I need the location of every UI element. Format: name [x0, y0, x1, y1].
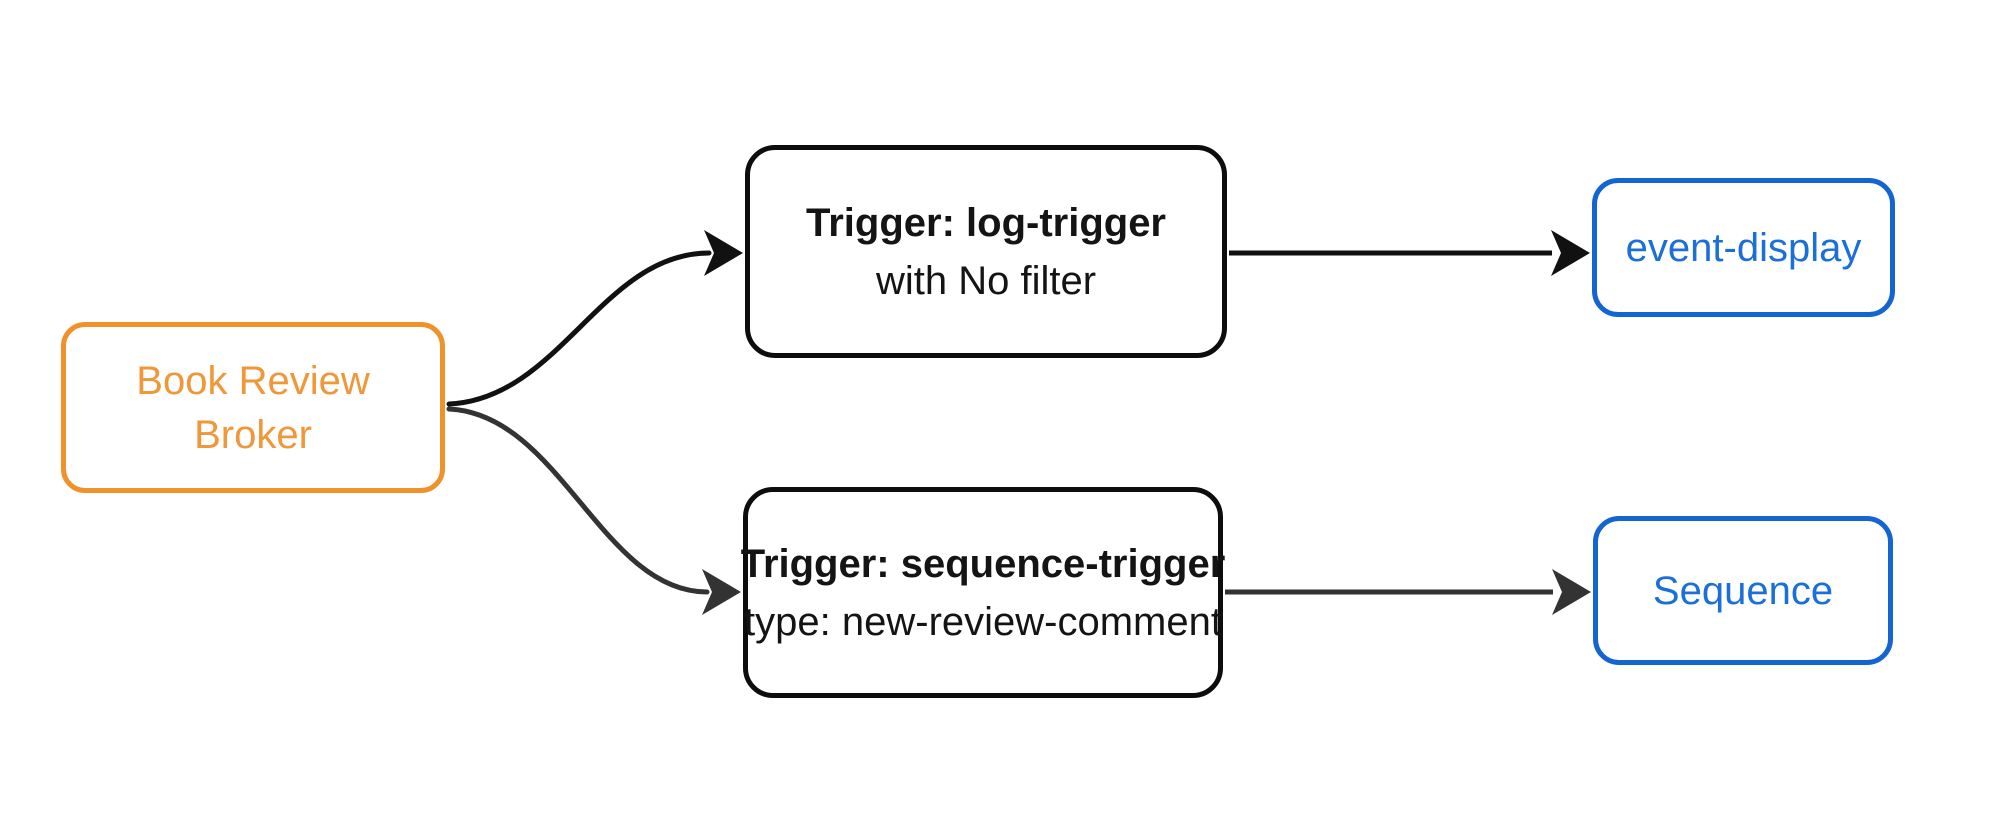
- arrowhead-icon: [704, 230, 743, 276]
- node-label: Sequence: [1652, 568, 1834, 613]
- trigger-title: Trigger: sequence-trigger: [740, 541, 1226, 586]
- node-label: event-display: [1625, 225, 1862, 270]
- node-sequence: Sequence: [1593, 516, 1893, 665]
- edge-sequence-trigger-to-sequence: [1225, 569, 1591, 615]
- node-label-line: Book Review: [136, 358, 370, 403]
- arrowhead-icon: [702, 569, 741, 615]
- arrowhead-icon: [1552, 569, 1591, 615]
- node-trigger-log: Trigger: log-trigger with No filter: [745, 145, 1227, 358]
- node-label-line: Broker: [194, 412, 312, 457]
- trigger-subtitle: with No filter: [875, 258, 1097, 303]
- node-trigger-sequence: Trigger: sequence-trigger type: new-revi…: [740, 487, 1226, 698]
- edge-broker-to-sequence-trigger: [446, 406, 741, 615]
- edge-broker-to-log-trigger: [446, 230, 743, 407]
- trigger-title: Trigger: log-trigger: [806, 200, 1166, 245]
- node-event-display: event-display: [1592, 178, 1895, 317]
- node-book-review-broker: Book Review Broker: [61, 322, 445, 493]
- arrowhead-icon: [1551, 230, 1590, 276]
- trigger-subtitle: type: new-review-comment: [744, 599, 1222, 644]
- edge-log-trigger-to-event-display: [1229, 230, 1590, 276]
